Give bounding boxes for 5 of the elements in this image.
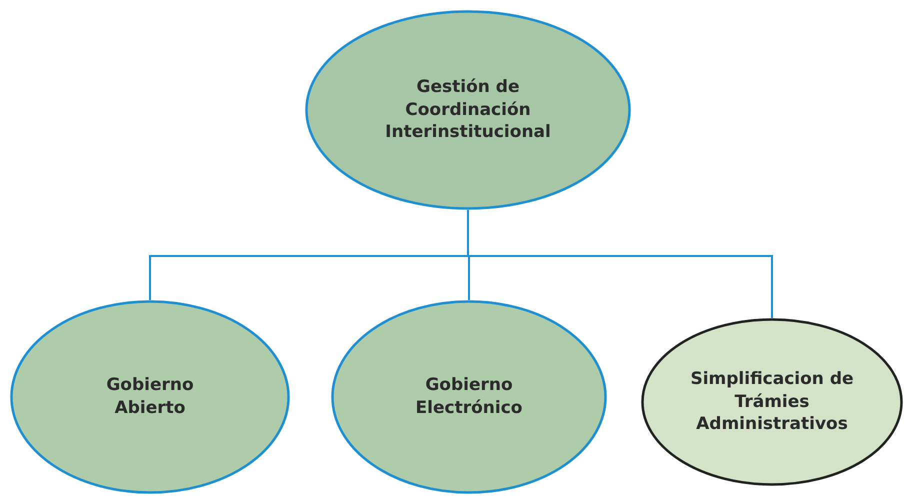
node-label: Gobierno Electrónico xyxy=(414,374,524,420)
node-label: Simplificacion de Trámies Administrativos xyxy=(689,368,855,436)
connector-line xyxy=(467,210,773,318)
node-label: Gestión de Coordinación Interinstitucional xyxy=(384,76,552,144)
node-label: Gobierno Abierto xyxy=(105,374,195,420)
